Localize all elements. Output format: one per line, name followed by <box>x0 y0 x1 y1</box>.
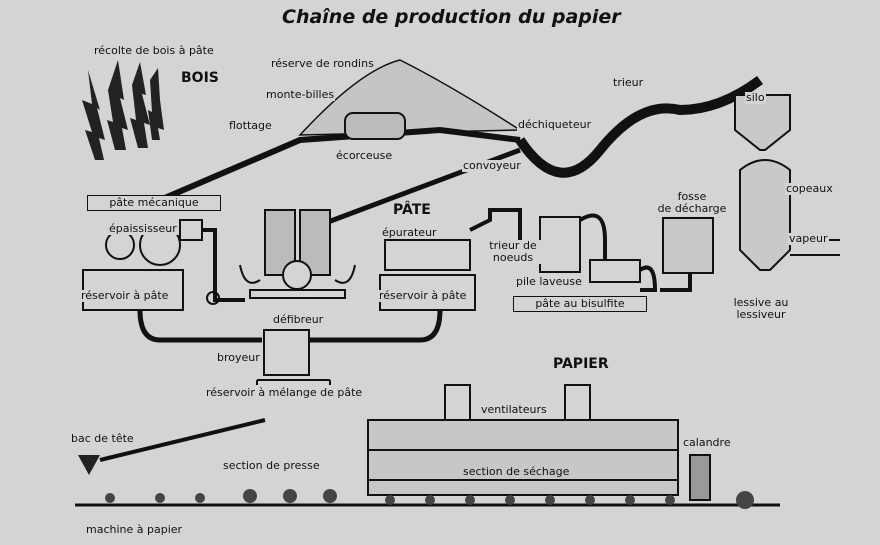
label-flottage: flottage <box>228 119 273 132</box>
label-fosse-line2: de décharge <box>657 202 727 215</box>
label-defibreur: défibreur <box>272 313 325 326</box>
label-dechiqueteur: déchiqueteur <box>517 118 593 131</box>
paper-machine <box>75 384 780 509</box>
label-vapeur: vapeur <box>788 232 829 245</box>
label-section-presse: section de presse <box>222 459 321 472</box>
page-title: Chaîne de production du papier <box>282 6 621 28</box>
label-trieur-noeuds-line1: trieur de <box>489 239 537 252</box>
bac-tete <box>78 455 100 475</box>
label-epaississeur: épaississeur <box>108 222 178 235</box>
broyeur-box <box>263 329 310 376</box>
label-ventilateurs: ventilateurs <box>480 403 548 416</box>
label-machine-papier: machine à papier <box>85 523 184 536</box>
section-bois: BOIS <box>180 70 220 86</box>
label-reserve-rondins: réserve de rondins <box>270 57 375 70</box>
label-trieur: trieur <box>612 76 645 89</box>
label-calandre: calandre <box>682 436 732 449</box>
pile-laveuse-box <box>589 259 641 283</box>
label-fosse-line1: fosse <box>677 190 707 203</box>
label-copeaux: copeaux <box>785 182 834 195</box>
lessiveur-tank <box>739 159 791 271</box>
label-recolte: récolte de bois à pâte <box>93 44 215 57</box>
label-section-sechage: section de séchage <box>462 465 571 478</box>
label-lessive-line2: lessiveur <box>736 308 786 321</box>
label-silo: silo <box>745 91 766 104</box>
label-ecorceuse: écorceuse <box>335 149 394 162</box>
section-papier: PAPIER <box>552 356 610 372</box>
label-monte-billes: monte-billes <box>265 88 336 101</box>
epaississeur-box <box>179 219 203 241</box>
forest-icon <box>82 60 164 160</box>
label-reservoir-pate-left: réservoir à pâte <box>80 289 170 302</box>
label-lessive-line1: lessive au <box>733 296 789 309</box>
label-pate-bisulfite: pâte au bisulfite <box>513 296 647 312</box>
chip-conveyor <box>515 75 763 178</box>
label-reservoir-melange: réservoir à mélange de pâte <box>205 386 364 399</box>
epurateur-box <box>384 239 471 271</box>
label-bac-tete: bac de tête <box>70 432 135 445</box>
trieur-noeuds-box <box>539 216 581 273</box>
silo <box>734 94 791 151</box>
label-trieur-noeuds-line2: noeuds <box>492 251 534 264</box>
fosse-decharge <box>662 217 714 274</box>
label-convoyeur: convoyeur <box>462 159 522 172</box>
label-pate-mecanique: pâte mécanique <box>87 195 221 211</box>
label-reservoir-pate-right: réservoir à pâte <box>378 289 468 302</box>
label-pile-laveuse: pile laveuse <box>515 275 583 288</box>
ecorceuse-drum <box>344 112 406 140</box>
label-broyeur: broyeur <box>216 351 261 364</box>
defibreur-machine <box>239 209 356 299</box>
section-pate: PÂTE <box>392 202 432 218</box>
label-epurateur: épurateur <box>381 226 438 239</box>
